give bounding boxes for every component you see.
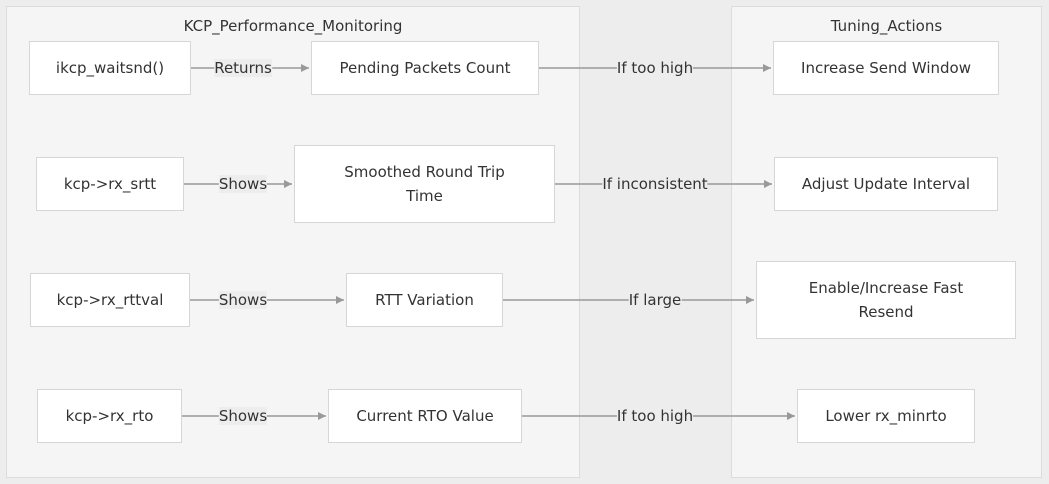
edge-label-if-large: If large [628, 291, 682, 309]
node-adjust-update-interval[interactable]: Adjust Update Interval [774, 157, 998, 211]
node-kcp-rx-rttval[interactable]: kcp->rx_rttval [30, 273, 190, 327]
node-rtt-variation[interactable]: RTT Variation [346, 273, 503, 327]
node-current-rto-value[interactable]: Current RTO Value [328, 389, 522, 443]
node-smoothed-round-trip-time[interactable]: Smoothed Round Trip Time [294, 145, 555, 223]
edge-label-if-inconsistent: If inconsistent [602, 175, 708, 193]
node-lower-rx-minrto[interactable]: Lower rx_minrto [797, 389, 975, 443]
edge-label-returns: Returns [214, 59, 272, 77]
node-kcp-rx-rto[interactable]: kcp->rx_rto [37, 389, 182, 443]
cluster-title-monitoring: KCP_Performance_Monitoring [183, 17, 403, 35]
node-enable-increase-fast-resend[interactable]: Enable/Increase Fast Resend [756, 261, 1016, 339]
edge-label-shows-2: Shows [218, 291, 268, 309]
edge-label-if-too-high-1: If too high [616, 59, 694, 77]
edge-label-shows-3: Shows [218, 407, 268, 425]
node-kcp-rx-srtt[interactable]: kcp->rx_srtt [36, 157, 184, 211]
edge-label-shows-1: Shows [218, 175, 268, 193]
node-ikcp-waitsnd[interactable]: ikcp_waitsnd() [29, 41, 191, 95]
node-increase-send-window[interactable]: Increase Send Window [773, 41, 999, 95]
cluster-title-tuning: Tuning_Actions [830, 17, 943, 35]
node-pending-packets-count[interactable]: Pending Packets Count [311, 41, 539, 95]
edge-label-if-too-high-2: If too high [616, 407, 694, 425]
